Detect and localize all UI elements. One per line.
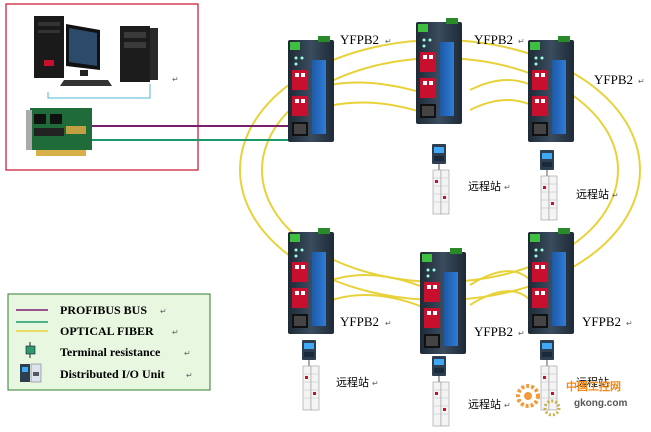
yfpb2-module-top-right [528, 36, 574, 142]
legend-label-0: PROFIBUS BUS [60, 303, 147, 317]
pc-cable [47, 84, 151, 99]
svg-text:↵: ↵ [504, 401, 511, 410]
remote-station-label-5: 远程站 [576, 375, 609, 389]
module-label-bottom-left: YFPB2 [340, 314, 379, 329]
remote-station-label-1: 远程站 [468, 179, 501, 193]
yfpb2-module-bottom-right [528, 228, 574, 334]
module-label-top-left: YFPB2 [340, 32, 379, 47]
yfpb2-module-bottom-left [288, 228, 334, 334]
distributed-io-icon [20, 363, 42, 383]
remote-station-label-3: 远程站 [336, 375, 369, 389]
watermark-domain: gkong.com [574, 398, 627, 409]
return-mark: ↵ [172, 75, 179, 84]
legend-label-3: Terminal resistance [60, 345, 161, 359]
module-label-top-center: YFPB2 [474, 32, 513, 47]
remote-station-2 [539, 149, 558, 221]
svg-text:↵: ↵ [186, 371, 193, 380]
svg-text:↵: ↵ [612, 191, 619, 200]
svg-text:↵: ↵ [172, 328, 179, 337]
svg-text:↵: ↵ [504, 183, 511, 192]
module-label-bottom-center: YFPB2 [474, 324, 513, 339]
watermark-cn: 中国工控网 [566, 379, 621, 393]
yfpb2-module-top-left [288, 36, 334, 142]
legend: PROFIBUS BUS ↵ OPTICAL FIBER ↵ Terminal … [7, 293, 211, 391]
remote-station-5 [539, 339, 558, 411]
svg-text:↵: ↵ [626, 319, 633, 328]
svg-text:↵: ↵ [638, 77, 645, 86]
svg-text:↵: ↵ [518, 37, 525, 46]
remote-station-4 [431, 355, 450, 427]
server-tower-icon [120, 26, 158, 82]
svg-text:↵: ↵ [385, 319, 392, 328]
profibus-card-icon [26, 108, 92, 156]
svg-text:↵: ↵ [372, 379, 379, 388]
remote-station-label-2: 远程站 [576, 187, 609, 201]
yfpb2-module-top-center [416, 18, 462, 124]
module-label-top-right: YFPB2 [594, 72, 633, 87]
yfpb2-module-bottom-center [420, 248, 466, 354]
legend-label-2: OPTICAL FIBER [60, 324, 154, 338]
gkong-watermark: 中国工控网 gkong.com [516, 379, 627, 417]
svg-text:↵: ↵ [160, 307, 167, 316]
remote-station-3 [301, 339, 320, 411]
svg-text:↵: ↵ [518, 329, 525, 338]
pc-workstation-icon [34, 16, 112, 86]
svg-text:↵: ↵ [385, 37, 392, 46]
module-label-bottom-right: YFPB2 [582, 314, 621, 329]
svg-text:↵: ↵ [184, 349, 191, 358]
remote-station-label-4: 远程站 [468, 397, 501, 411]
terminal-resistance-icon [25, 342, 36, 358]
legend-label-4: Distributed I/O Unit [60, 367, 165, 381]
gear-icon [516, 384, 540, 408]
remote-station-1 [431, 143, 450, 215]
